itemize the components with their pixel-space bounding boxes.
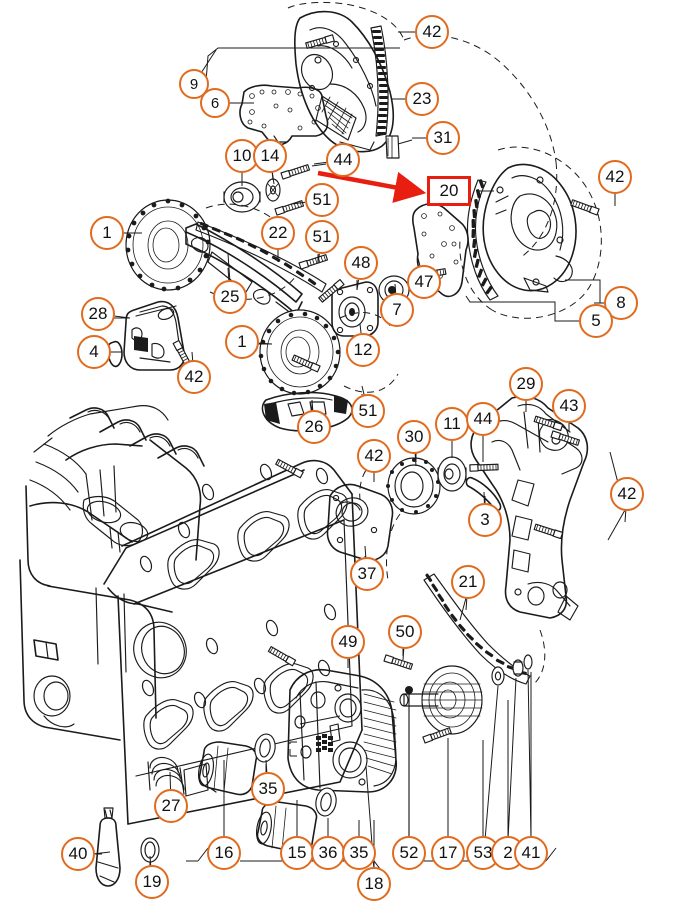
callout-19[interactable]: 19: [135, 865, 169, 899]
leader-line-50: [402, 648, 405, 661]
highlight-box: [427, 176, 471, 206]
callout-16[interactable]: 16: [207, 836, 241, 870]
callout-41[interactable]: 41: [514, 836, 548, 870]
idler-sprocket-30: [359, 436, 502, 581]
callout-29[interactable]: 29: [509, 367, 543, 401]
callout-44[interactable]: 44: [466, 402, 500, 436]
gasket-6: [239, 84, 329, 146]
chain-guide-26: [261, 391, 353, 432]
leader-line-25: [227, 267, 230, 281]
callout-51[interactable]: 51: [305, 183, 339, 217]
callout-35[interactable]: 35: [342, 836, 376, 870]
chain-guide-rail-29: [470, 395, 626, 621]
callout-35[interactable]: 35: [251, 772, 285, 806]
callout-37[interactable]: 37: [350, 557, 384, 591]
callout-26[interactable]: 26: [297, 410, 331, 444]
leader-line-42: [191, 351, 194, 361]
callout-36[interactable]: 36: [311, 836, 345, 870]
callout-52[interactable]: 52: [392, 836, 426, 870]
leader-line-19: [149, 855, 152, 866]
leader-line-35: [265, 759, 268, 773]
callout-21[interactable]: 21: [451, 565, 485, 599]
callout-51[interactable]: 51: [351, 394, 385, 428]
timing-chain-20: [466, 179, 499, 301]
callout-27[interactable]: 27: [154, 789, 188, 823]
callout-42[interactable]: 42: [415, 15, 449, 49]
callout-4[interactable]: 4: [77, 335, 111, 369]
callout-15[interactable]: 15: [280, 836, 314, 870]
leader-line-37: [364, 545, 367, 558]
callout-11[interactable]: 11: [435, 407, 469, 441]
callout-44[interactable]: 44: [326, 143, 360, 177]
callout-14[interactable]: 14: [253, 139, 287, 173]
callout-17[interactable]: 17: [431, 836, 465, 870]
engine-block: [19, 405, 363, 825]
callout-51[interactable]: 51: [305, 220, 339, 254]
bottom-small-parts: [92, 733, 375, 887]
callout-22[interactable]: 22: [261, 216, 295, 250]
callout-40[interactable]: 40: [61, 837, 95, 871]
chain-guide-28: [107, 300, 193, 371]
leader-line-47: [417, 257, 421, 266]
callout-42[interactable]: 42: [177, 360, 211, 394]
callout-6[interactable]: 6: [200, 88, 230, 118]
leader-line-14: [271, 172, 275, 185]
callout-12[interactable]: 12: [346, 333, 380, 367]
callout-48[interactable]: 48: [344, 246, 378, 280]
leader-line-12: [359, 323, 362, 334]
callout-3[interactable]: 3: [468, 503, 502, 537]
callout-5[interactable]: 5: [579, 304, 613, 338]
timing-chain-22: [195, 217, 327, 293]
callout-7[interactable]: 7: [380, 293, 414, 327]
callout-9[interactable]: 9: [179, 69, 209, 99]
leader-line-21: [465, 598, 468, 611]
leader-line-51: [361, 385, 365, 395]
callout-42[interactable]: 42: [598, 160, 632, 194]
callout-30[interactable]: 30: [397, 420, 431, 454]
leader-line-51: [317, 253, 320, 264]
leader-line-30: [414, 453, 417, 467]
leader-line-42: [624, 510, 627, 523]
camshaft-sprocket-1-lower: [257, 309, 399, 396]
upper-chain-cover-group: [205, 1, 558, 259]
camshaft-sprocket-1-upper: [122, 198, 297, 300]
callout-23[interactable]: 23: [405, 82, 439, 116]
leader-line-48: [356, 279, 360, 291]
leader-line-51: [291, 201, 306, 205]
callout-25[interactable]: 25: [213, 280, 247, 314]
highlighted-callout-20-label: 20: [439, 181, 459, 200]
chain-guide-25: [185, 223, 303, 315]
leader-line-9: [201, 49, 217, 72]
callout-1[interactable]: 1: [90, 216, 124, 250]
leader-line-28: [114, 315, 131, 319]
callout-42[interactable]: 42: [357, 439, 391, 473]
timing-chain-23: [370, 25, 389, 137]
leader-line-26: [311, 399, 314, 411]
leader-line-7: [394, 283, 397, 294]
leader-line-27: [169, 771, 171, 790]
leader-line-1: [258, 342, 273, 345]
callout-18[interactable]: 18: [357, 867, 391, 901]
callout-43[interactable]: 43: [552, 389, 586, 423]
front-cover-assembly: [411, 146, 616, 322]
leader-line-44: [313, 161, 327, 165]
callout-50[interactable]: 50: [388, 615, 422, 649]
callout-28[interactable]: 28: [81, 297, 115, 331]
callout-42[interactable]: 42: [610, 477, 644, 511]
callout-47[interactable]: 47: [407, 265, 441, 299]
callout-49[interactable]: 49: [331, 625, 365, 659]
callout-31[interactable]: 31: [426, 121, 460, 155]
callout-1[interactable]: 1: [225, 325, 259, 359]
